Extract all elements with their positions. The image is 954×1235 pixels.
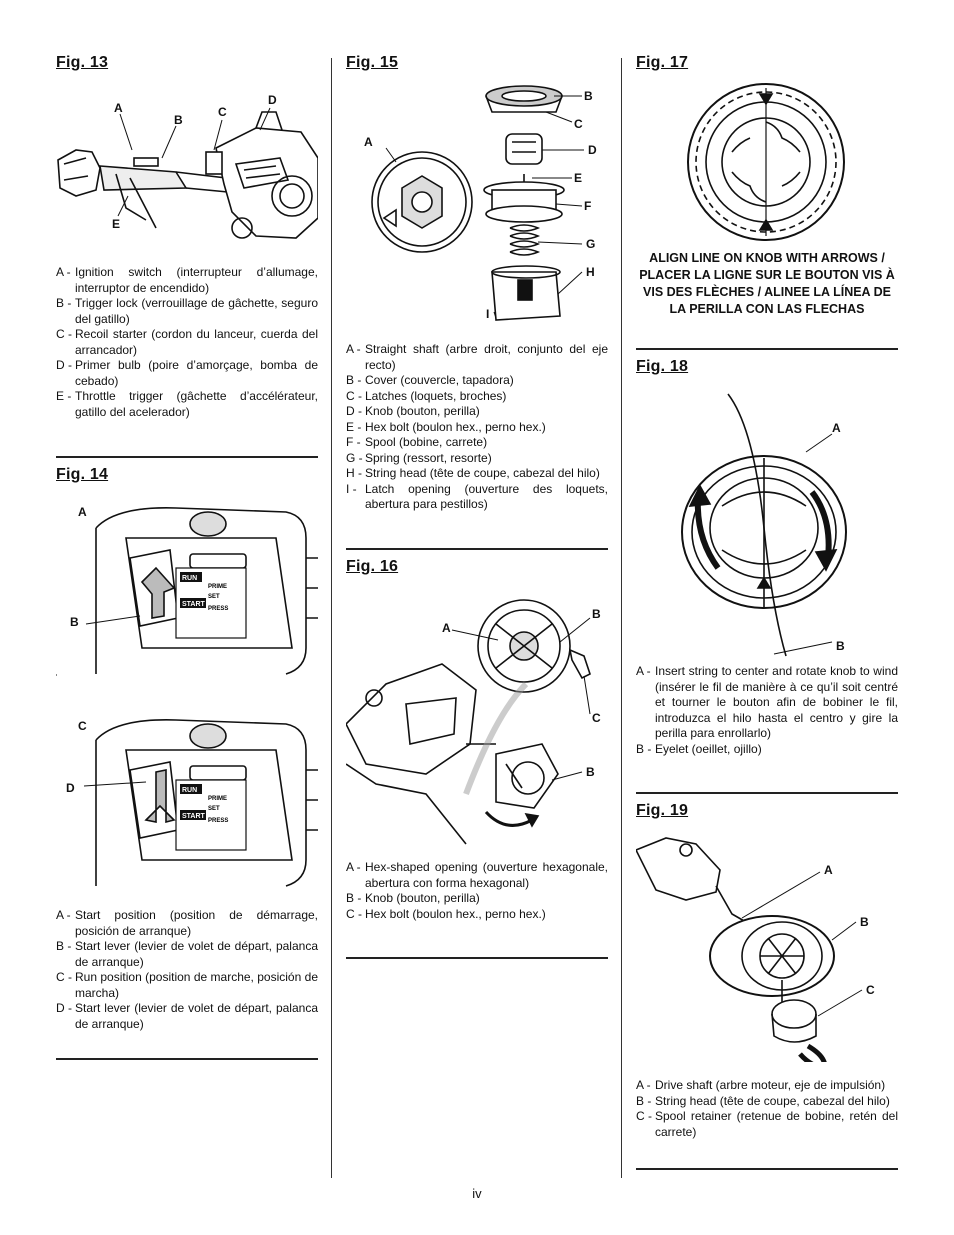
svg-text:RUN: RUN	[182, 575, 197, 582]
svg-text:E: E	[574, 171, 582, 185]
legend-item: A -Straight shaft (arbre droit, conjunto…	[346, 342, 608, 372]
svg-text:D: D	[66, 781, 75, 795]
legend-item: I -Latch opening (ouverture des loquets,…	[346, 481, 608, 512]
section-rule	[636, 348, 898, 350]
legend-item: E -Hex bolt (boulon hex., perno hex.)	[346, 419, 546, 434]
svg-text:PRIME: PRIME	[208, 584, 227, 590]
fig18-legend: A -Insert string to center and rotate kn…	[636, 664, 898, 757]
svg-text:C: C	[218, 105, 227, 119]
legend-item: H -String head (tête de coupe, cabezal d…	[346, 466, 600, 480]
legend-item: C -Run position (position de marche, pos…	[56, 970, 318, 1000]
svg-text:B: B	[836, 639, 845, 653]
svg-text:C: C	[592, 711, 601, 725]
fig16-legend: A -Hex-shaped opening (ouverture hexagon…	[346, 860, 608, 922]
svg-text:PRESS: PRESS	[208, 818, 228, 824]
legend-item: F -Spool (bobine, carrete)	[346, 435, 488, 449]
legend-item: A -Drive shaft (arbre moteur, eje de imp…	[636, 1078, 886, 1092]
svg-text:H: H	[586, 265, 595, 279]
legend-item: B -Knob (bouton, perilla)	[346, 891, 480, 905]
fig19-title: Fig. 19	[636, 802, 689, 819]
fig18-title: Fig. 18	[636, 358, 689, 375]
svg-text:A: A	[114, 101, 123, 115]
section-rule	[636, 1168, 898, 1170]
legend-item: C -Latches (loquets, broches)	[346, 388, 507, 403]
svg-text:START: START	[182, 601, 206, 608]
svg-text:START: START	[182, 813, 206, 820]
legend-item: A -Start position (position de démarrage…	[56, 908, 318, 938]
svg-text:C: C	[78, 719, 87, 733]
svg-text:G: G	[586, 237, 595, 251]
svg-text:B: B	[70, 615, 79, 629]
svg-text:A: A	[364, 135, 373, 149]
legend-item: B -String head (tête de coupe, cabezal d…	[636, 1093, 890, 1108]
legend-item: C -Recoil starter (cordon du lanceur, cu…	[56, 327, 318, 357]
legend-item: A -Ignition switch (interrupteur d’allum…	[56, 265, 318, 295]
legend-item: B -Cover (couvercle, tapadora)	[346, 373, 514, 387]
svg-text:PRESS: PRESS	[208, 606, 228, 612]
section-rule	[346, 957, 608, 959]
svg-text:A: A	[824, 863, 833, 877]
svg-text:RUN: RUN	[182, 787, 197, 794]
section-rule	[56, 1058, 318, 1060]
legend-item: B -Eyelet (oeillet, ojillo)	[636, 741, 762, 756]
svg-text:SET: SET	[208, 806, 220, 812]
fig14-title: Fig. 14	[56, 466, 109, 483]
fig13-legend: A -Ignition switch (interrupteur d’allum…	[56, 265, 318, 420]
legend-item: D -Knob (bouton, perilla)	[346, 404, 480, 418]
fig18-illustration: A B	[681, 393, 847, 657]
legend-item: D -Start lever (levier de volet de dépar…	[56, 1001, 318, 1031]
svg-text:B: B	[174, 113, 183, 127]
section-rule	[636, 792, 898, 794]
fig17-title: Fig. 17	[636, 54, 689, 71]
legend-item: C -Spool retainer (retenue de bobine, re…	[636, 1109, 898, 1139]
section-rule	[346, 548, 608, 550]
fig19-legend: A -Drive shaft (arbre moteur, eje de imp…	[636, 1078, 898, 1140]
fig15-legend: A -Straight shaft (arbre droit, conjunto…	[346, 342, 608, 513]
legend-item: D -Primer bulb (poire d’amorçage, bomba …	[56, 358, 318, 388]
fig13-illustration: A B C D E	[57, 93, 318, 239]
legend-item: B -Trigger lock (verrouillage de gâchett…	[56, 296, 318, 326]
legend-item: C -Hex bolt (boulon hex., perno hex.)	[346, 906, 546, 921]
svg-text:SET: SET	[208, 594, 220, 600]
fig14-illustration-bottom: RUN START PRIME SET PRESS C D	[66, 719, 318, 887]
svg-text:D: D	[268, 93, 277, 107]
fig15-illustration: A B C D E F G H I	[364, 85, 597, 321]
svg-text:C: C	[574, 117, 583, 131]
svg-text:B: B	[860, 915, 869, 929]
svg-text:B: B	[584, 89, 593, 103]
column-divider-right	[621, 58, 622, 1178]
fig15-title: Fig. 15	[346, 54, 399, 71]
fig17-illustration	[687, 83, 845, 241]
fig14-illustration-top: RUN START PRIME SET PRESS A B	[56, 505, 318, 676]
page-number: iv	[472, 1186, 482, 1201]
legend-item: E -Throttle trigger (gâchette d’accéléra…	[56, 389, 318, 419]
svg-text:A: A	[442, 621, 451, 635]
svg-text:F: F	[584, 199, 591, 213]
svg-text:B: B	[592, 607, 601, 621]
svg-text:A: A	[832, 421, 841, 435]
fig14-legend: A -Start position (position de démarrage…	[56, 908, 318, 1032]
svg-text:D: D	[588, 143, 597, 157]
svg-text:E: E	[112, 217, 120, 231]
legend-item: G -Spring (ressort, resorte)	[346, 450, 492, 465]
fig16-title: Fig. 16	[346, 558, 399, 575]
fig19-illustration: A B C	[636, 837, 875, 1062]
section-rule	[56, 456, 318, 458]
fig13-title: Fig. 13	[56, 54, 109, 71]
svg-text:I: I	[486, 307, 489, 321]
legend-item: A -Insert string to center and rotate kn…	[636, 664, 898, 740]
svg-text:B: B	[586, 765, 595, 779]
legend-item: B -Start lever (levier de volet de dépar…	[56, 939, 318, 969]
legend-item: A -Hex-shaped opening (ouverture hexagon…	[346, 860, 608, 890]
svg-text:C: C	[866, 983, 875, 997]
fig16-illustration: A B C B	[346, 599, 601, 845]
fig17-caption: ALIGN LINE ON KNOB WITH ARROWS / PLACER …	[639, 251, 895, 316]
svg-text:A: A	[78, 505, 87, 519]
svg-text:PRIME: PRIME	[208, 796, 227, 802]
column-divider-left	[331, 58, 332, 1178]
